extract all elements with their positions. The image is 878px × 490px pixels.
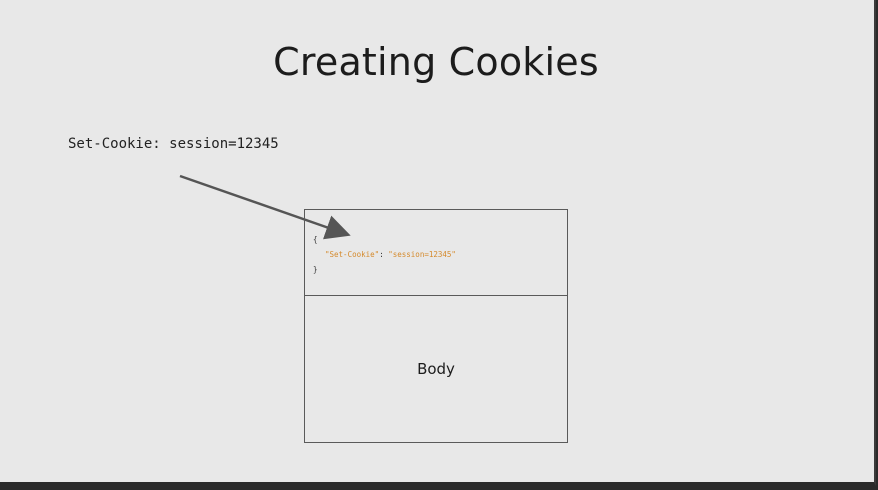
json-colon: : xyxy=(379,250,389,259)
json-key: "Set-Cookie" xyxy=(325,250,380,259)
body-label: Body xyxy=(417,360,455,378)
json-entry: "Set-Cookie": "session=12345" xyxy=(313,247,456,262)
headers-box: { "Set-Cookie": "session=12345" } xyxy=(304,209,568,296)
body-box: Body xyxy=(304,295,568,443)
set-cookie-header-line: Set-Cookie: session=12345 xyxy=(68,136,279,152)
slide-title: Creating Cookies xyxy=(273,40,599,84)
json-headers: { "Set-Cookie": "session=12345" } xyxy=(313,232,456,277)
json-close-brace: } xyxy=(313,265,318,274)
json-open-brace: { xyxy=(313,235,318,244)
json-value: "session=12345" xyxy=(388,250,456,259)
